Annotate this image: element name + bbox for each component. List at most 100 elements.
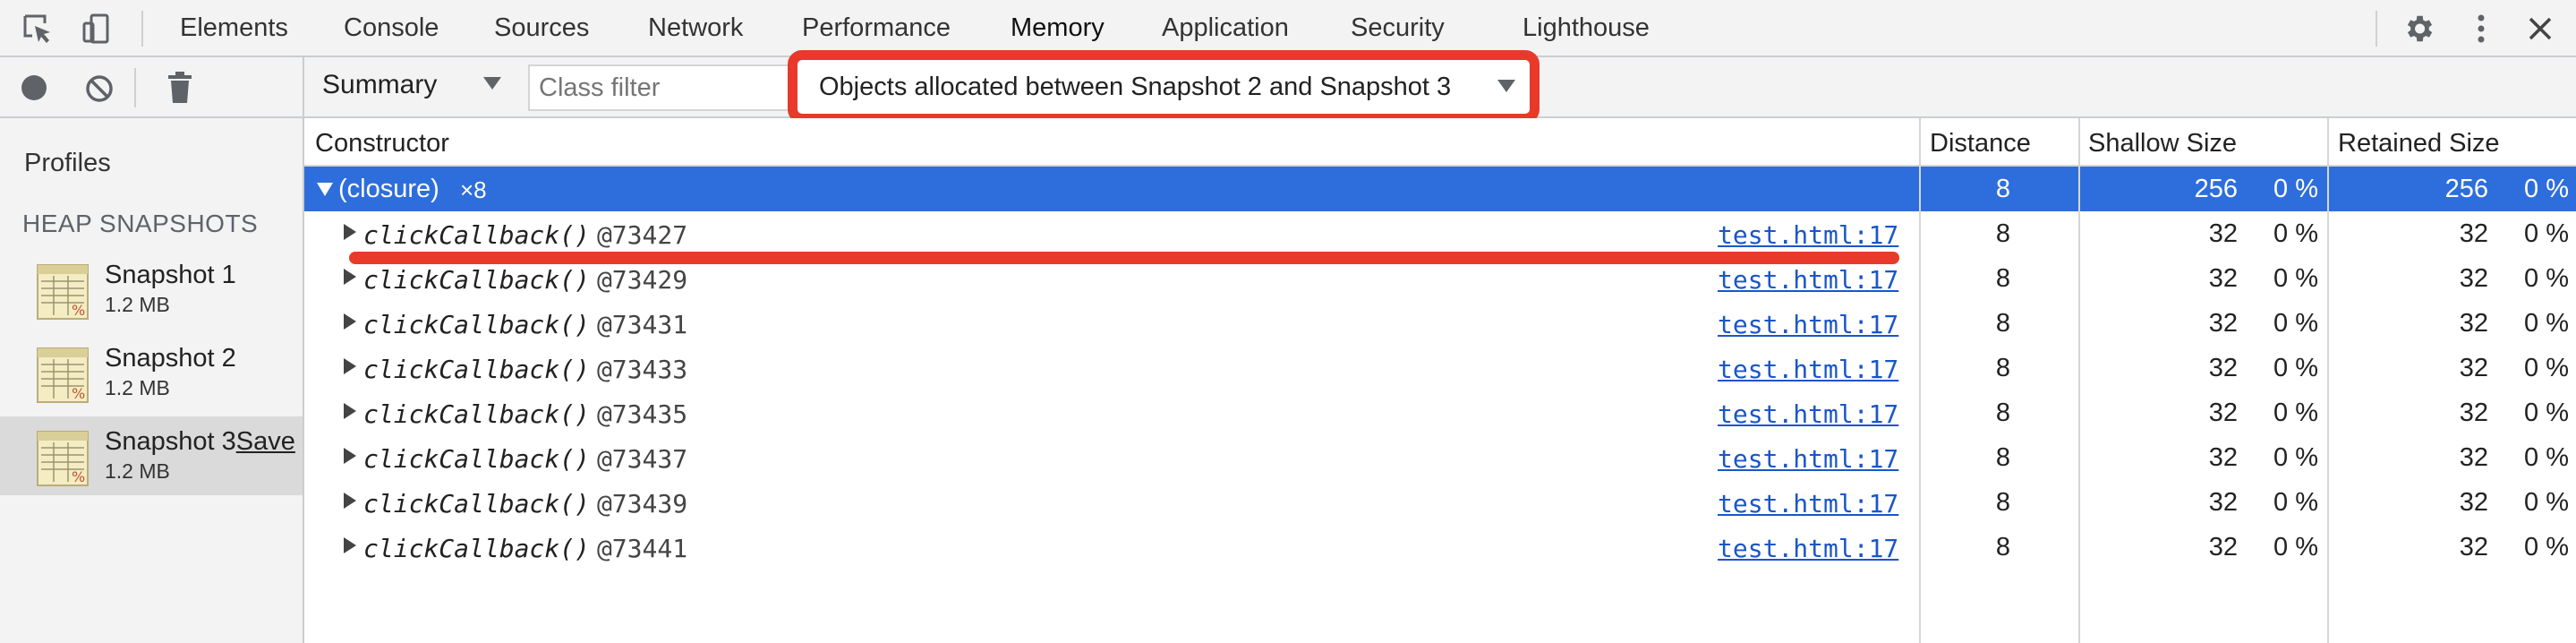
retained-size-cell: 32 bbox=[2459, 354, 2488, 382]
class-filter-input[interactable] bbox=[528, 64, 797, 111]
gear-icon[interactable] bbox=[2401, 11, 2436, 47]
object-id: @73435 bbox=[596, 399, 688, 429]
expand-triangle-icon[interactable] bbox=[344, 358, 356, 374]
retained-size-cell: 32 bbox=[2459, 219, 2488, 248]
record-icon[interactable] bbox=[20, 73, 48, 107]
table-row[interactable]: clickCallback() @73435 test.html:17 8 32 0 %… bbox=[304, 390, 2576, 435]
tab-security[interactable]: Security bbox=[1351, 13, 1445, 42]
source-link-text[interactable]: test.html:17 bbox=[1718, 310, 1899, 339]
snapshot-size: 1.2 MB bbox=[105, 376, 170, 399]
column-divider[interactable] bbox=[1919, 118, 1921, 643]
tab-performance[interactable]: Performance bbox=[802, 13, 951, 42]
memory-toolbar: Summary Objects allocated between Snapsh… bbox=[304, 50, 2576, 124]
save-snapshot-link[interactable]: Save bbox=[235, 427, 295, 456]
source-link-text[interactable]: test.html:17 bbox=[1718, 489, 1899, 519]
source-link[interactable]: test.html:17 bbox=[1718, 534, 1898, 564]
column-retained-size[interactable]: Retained Size bbox=[2338, 129, 2500, 158]
expand-triangle-icon[interactable] bbox=[344, 403, 356, 419]
retained-pct-cell: 0 % bbox=[2524, 399, 2569, 427]
retained-size-cell: 32 bbox=[2459, 399, 2488, 427]
expand-triangle-icon[interactable] bbox=[344, 269, 356, 285]
source-link[interactable]: test.html:17 bbox=[1718, 444, 1898, 475]
tab-sources[interactable]: Sources bbox=[494, 13, 590, 42]
retained-pct-cell: 0 % bbox=[2524, 309, 2569, 338]
snapshot-item-3[interactable]: % Snapshot 3Save 1.2 MB bbox=[0, 416, 303, 495]
distance-cell: 8 bbox=[1995, 399, 2010, 427]
tab-lighthouse[interactable]: Lighthouse bbox=[1523, 13, 1650, 42]
expand-triangle-icon[interactable] bbox=[344, 224, 356, 240]
constructor-cell: clickCallback() @73435 bbox=[363, 399, 687, 430]
heap-snapshot-icon: % bbox=[36, 430, 90, 487]
snapshot-size: 1.2 MB bbox=[105, 293, 170, 316]
object-id: @73431 bbox=[596, 310, 688, 339]
source-link[interactable]: test.html:17 bbox=[1718, 310, 1898, 340]
toolbar-separator bbox=[141, 11, 143, 47]
svg-text:%: % bbox=[72, 468, 85, 485]
distance-cell: 8 bbox=[1995, 309, 2010, 338]
snapshot-item-2[interactable]: % Snapshot 2 1.2 MB bbox=[0, 333, 303, 412]
more-vertical-icon[interactable] bbox=[2463, 11, 2499, 47]
source-link[interactable]: test.html:17 bbox=[1718, 489, 1898, 519]
tab-network[interactable]: Network bbox=[648, 13, 744, 42]
trash-icon[interactable] bbox=[166, 72, 193, 108]
column-distance[interactable]: Distance bbox=[1930, 129, 2031, 158]
inspect-element-icon[interactable] bbox=[20, 11, 55, 47]
constructor-cell: clickCallback() @73427 bbox=[363, 220, 687, 251]
expand-triangle-icon[interactable] bbox=[344, 313, 356, 330]
retained-size-cell: 256 bbox=[2444, 175, 2488, 203]
clear-icon[interactable] bbox=[84, 73, 115, 108]
function-name: clickCallback() bbox=[363, 265, 590, 295]
retained-pct-cell: 0 % bbox=[2524, 354, 2569, 382]
heap-summary-grid: Constructor Distance Shallow Size Retain… bbox=[304, 118, 2576, 643]
source-link-text[interactable]: test.html:17 bbox=[1718, 220, 1899, 250]
source-link-text[interactable]: test.html:17 bbox=[1718, 355, 1899, 384]
tab-elements[interactable]: Elements bbox=[180, 13, 288, 42]
source-link-text[interactable]: test.html:17 bbox=[1718, 534, 1899, 563]
expand-triangle-icon[interactable] bbox=[317, 183, 333, 196]
column-divider[interactable] bbox=[2078, 118, 2080, 643]
retained-size-cell: 32 bbox=[2459, 488, 2488, 517]
shallow-pct-cell: 0 % bbox=[2273, 309, 2318, 338]
heap-snapshot-icon: % bbox=[36, 263, 90, 321]
heap-snapshots-heading: HEAP SNAPSHOTS bbox=[22, 210, 259, 237]
snapshot-item-1[interactable]: % Snapshot 1 1.2 MB bbox=[0, 250, 303, 329]
function-name: clickCallback() bbox=[363, 399, 590, 429]
view-select[interactable]: Summary bbox=[322, 70, 438, 99]
device-toolbar-icon[interactable] bbox=[79, 11, 115, 47]
column-constructor[interactable]: Constructor bbox=[315, 129, 449, 158]
source-link[interactable]: test.html:17 bbox=[1718, 399, 1898, 430]
sidebar-toolbar bbox=[0, 57, 303, 118]
retained-size-cell: 32 bbox=[2459, 309, 2488, 338]
chevron-down-icon[interactable] bbox=[1497, 80, 1515, 92]
expand-triangle-icon[interactable] bbox=[344, 448, 356, 464]
source-link[interactable]: test.html:17 bbox=[1718, 265, 1898, 296]
shallow-pct-cell: 0 % bbox=[2273, 533, 2318, 562]
source-link-text[interactable]: test.html:17 bbox=[1718, 265, 1899, 295]
expand-triangle-icon[interactable] bbox=[344, 537, 356, 553]
shallow-pct-cell: 0 % bbox=[2273, 443, 2318, 472]
distance-cell: 8 bbox=[1995, 175, 2010, 203]
source-link-text[interactable]: test.html:17 bbox=[1718, 399, 1899, 429]
tab-application[interactable]: Application bbox=[1162, 13, 1289, 42]
column-divider[interactable] bbox=[2327, 118, 2329, 643]
close-icon[interactable] bbox=[2522, 11, 2558, 47]
chevron-down-icon[interactable] bbox=[483, 77, 501, 90]
source-link[interactable]: test.html:17 bbox=[1718, 220, 1898, 251]
tab-memory[interactable]: Memory bbox=[1011, 13, 1105, 42]
object-id: @73437 bbox=[596, 444, 688, 474]
shallow-size-cell: 32 bbox=[2208, 219, 2238, 248]
table-row-group[interactable]: (closure) ×8 8 256 0 % 256 0 % bbox=[304, 167, 2576, 211]
allocation-range-select[interactable]: Objects allocated between Snapshot 2 and… bbox=[788, 50, 1540, 124]
tab-console[interactable]: Console bbox=[344, 13, 439, 42]
expand-triangle-icon[interactable] bbox=[344, 493, 356, 509]
source-link[interactable]: test.html:17 bbox=[1718, 355, 1898, 385]
source-link-text[interactable]: test.html:17 bbox=[1718, 444, 1899, 474]
column-shallow-size[interactable]: Shallow Size bbox=[2088, 129, 2238, 158]
